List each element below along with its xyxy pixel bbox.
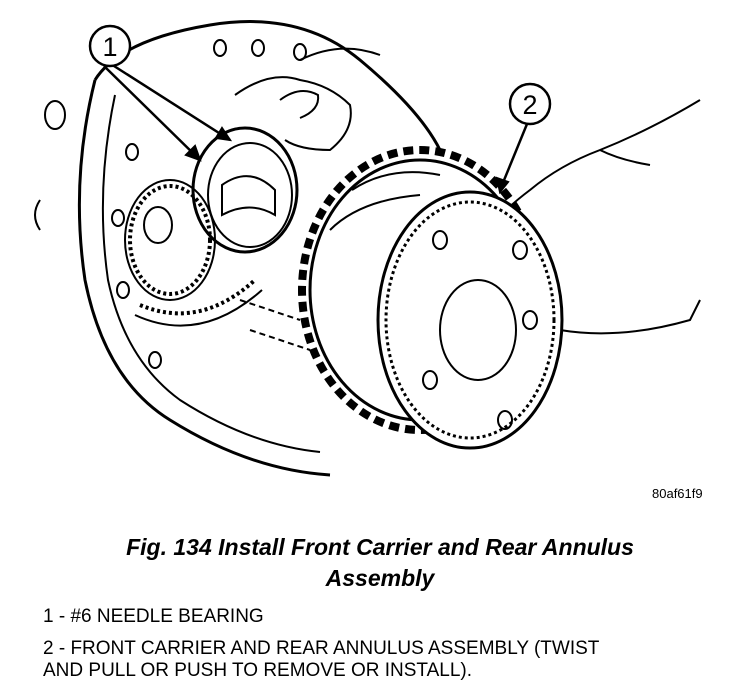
callout-2: 2 <box>495 82 552 195</box>
legend-item-2-line-1: 2 - FRONT CARRIER AND REAR ANNULUS ASSEM… <box>43 638 600 659</box>
legend-item-1: 1 - #6 NEEDLE BEARING <box>43 606 264 627</box>
transmission-case <box>34 20 442 477</box>
caption-line-1: Fig. 134 Install Front Carrier and Rear … <box>126 534 634 560</box>
callout-2-label: 2 <box>522 90 537 120</box>
callout-1-label: 1 <box>102 32 117 62</box>
callout-1: 1 <box>88 24 233 162</box>
needle-bearing <box>191 126 299 254</box>
caption-line-2: Assembly <box>325 565 435 591</box>
legend-item-2-line-2: AND PULL OR PUSH TO REMOVE OR INSTALL). <box>43 660 473 681</box>
image-code: 80af61f9 <box>652 486 703 501</box>
annulus-assembly <box>298 146 564 450</box>
legend-item-2: 2 - FRONT CARRIER AND REAR ANNULUS ASSEM… <box>43 638 733 682</box>
technical-illustration: 1 2 <box>34 20 701 477</box>
figure-caption: Fig. 134 Install Front Carrier and Rear … <box>30 532 730 594</box>
inner-gear <box>124 179 263 327</box>
hand-left <box>234 47 381 152</box>
legend: 1 - #6 NEEDLE BEARING 2 - FRONT CARRIER … <box>43 606 733 692</box>
